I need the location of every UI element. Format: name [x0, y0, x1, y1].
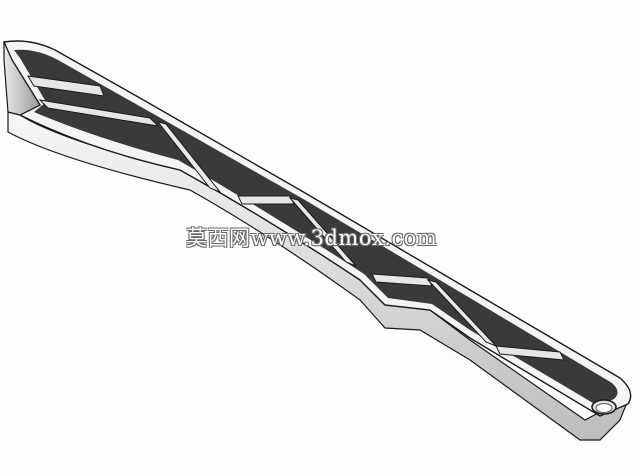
rib-5: [288, 197, 357, 267]
rib-1: [27, 75, 105, 97]
body-tip-end: [3, 41, 41, 116]
body-side-wall: [7, 111, 630, 441]
rib-4: [237, 195, 295, 205]
rib-8: [495, 345, 565, 361]
rib-3: [156, 121, 222, 194]
rib-6: [371, 273, 433, 287]
rib-2: [38, 99, 160, 127]
hang-hole-inner: [595, 403, 613, 413]
